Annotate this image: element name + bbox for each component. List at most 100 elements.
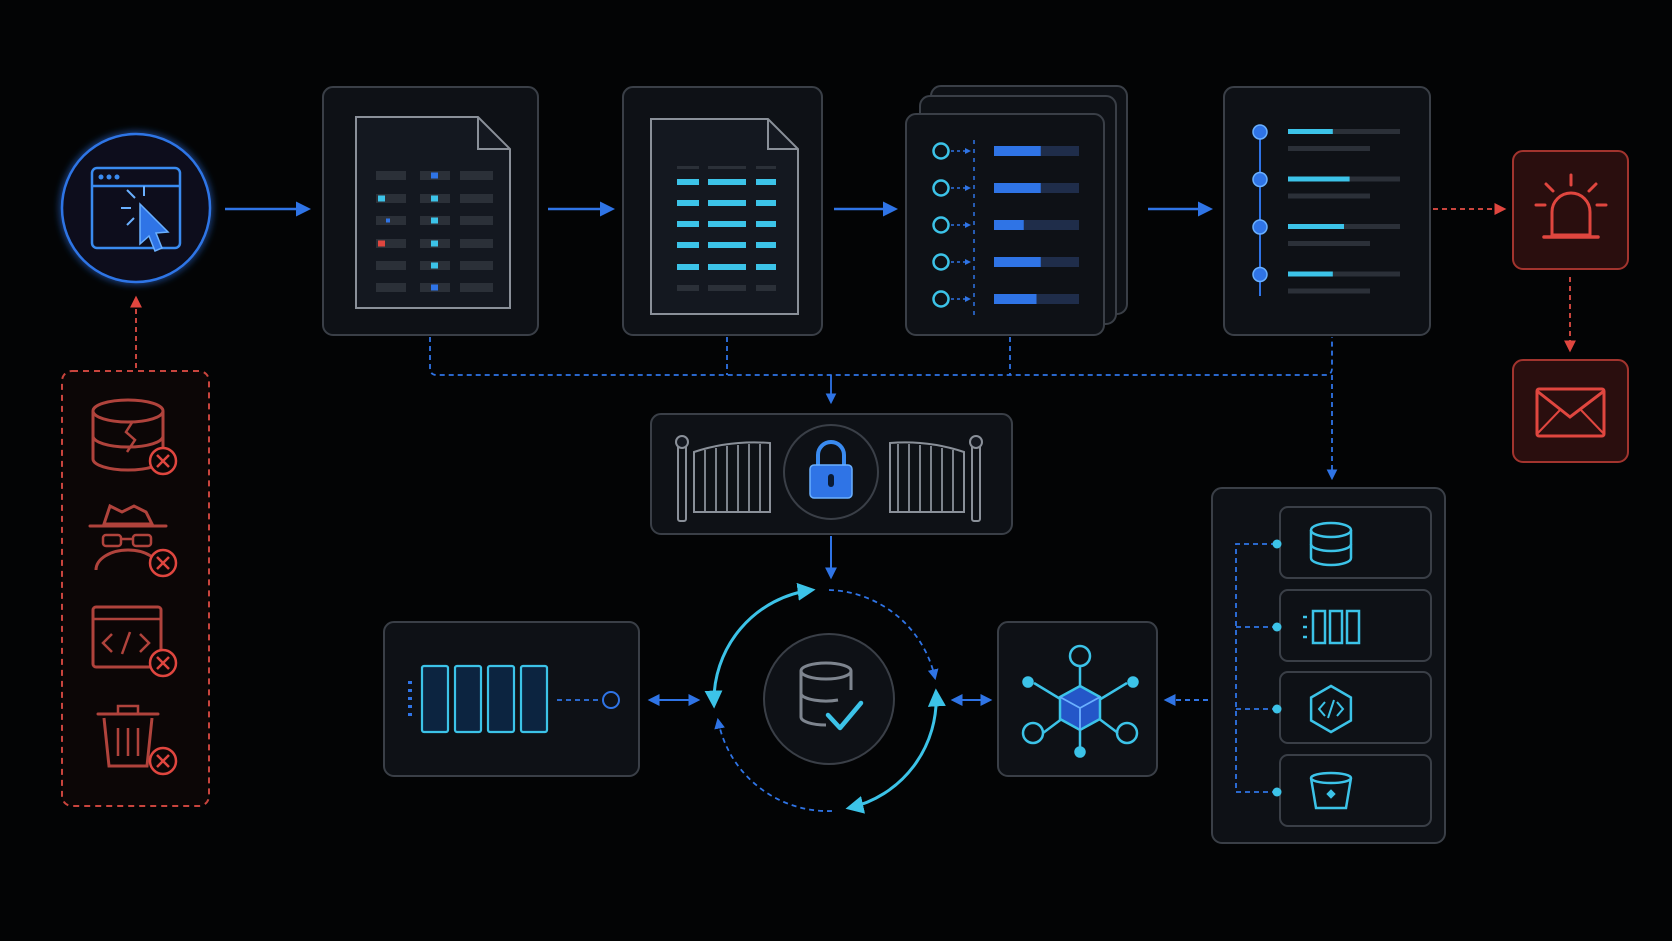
table-cell	[460, 171, 493, 180]
gate-left-icon	[675, 435, 771, 522]
browser-click-node	[60, 132, 212, 284]
queue-slot	[519, 664, 549, 734]
table-cell	[376, 194, 406, 203]
storage-target-row	[1272, 589, 1432, 662]
alert-node	[1512, 150, 1629, 270]
queue-slot	[420, 664, 450, 734]
timeline-item	[1252, 124, 1400, 151]
stacked-records-icon	[932, 142, 1079, 308]
envelope-icon	[1535, 387, 1606, 438]
table-error-marker	[378, 240, 385, 247]
timeline-dot	[1252, 266, 1268, 283]
table-cell	[460, 216, 493, 225]
record-bar-fill	[994, 183, 1041, 193]
clean-data-table-node	[622, 86, 823, 336]
record-connector-arrow	[965, 148, 971, 154]
table-cell	[756, 242, 776, 248]
table-cell-marker	[431, 240, 438, 247]
access-gate-node	[650, 413, 1013, 535]
database-icon	[1309, 521, 1353, 567]
table-header	[708, 166, 746, 169]
record-node-circle	[932, 253, 950, 271]
timeline-bar-track	[1288, 129, 1400, 134]
table-cell	[376, 216, 406, 225]
alarm-light-icon	[1534, 173, 1608, 239]
timeline-subtext	[1288, 288, 1370, 294]
record-node-circle	[932, 290, 950, 308]
raw-table-grid	[376, 171, 493, 292]
table-cell	[708, 200, 746, 206]
record-bar-fill	[994, 146, 1041, 156]
table-cell-marker	[378, 195, 385, 202]
table-cell	[460, 283, 493, 292]
timeline-dot	[1252, 219, 1268, 235]
table-header	[756, 166, 776, 169]
table-cell	[708, 179, 746, 185]
code-window-icon	[91, 605, 178, 678]
email-node	[1512, 359, 1629, 463]
parsed-records-node	[905, 85, 1128, 336]
record-row	[932, 290, 1079, 308]
table-cell	[756, 200, 776, 206]
table-cell	[756, 221, 776, 227]
storage-connector-dot	[1272, 787, 1282, 797]
timeline-bar-track	[1288, 271, 1400, 277]
record-connector-arrow	[965, 185, 971, 191]
record-connector-arrow	[965, 222, 971, 228]
record-node-circle	[932, 179, 950, 197]
timeline-item	[1252, 171, 1400, 199]
timeline-bar-fill	[1288, 224, 1344, 229]
table-header	[677, 166, 699, 169]
record-bar-fill	[994, 257, 1041, 267]
queue-slot	[453, 664, 483, 734]
timeline-dot	[1252, 171, 1268, 188]
table-cell	[756, 285, 776, 291]
storage-target-card	[1279, 506, 1432, 579]
collector-connectors	[429, 337, 1338, 481]
table-cell	[708, 242, 746, 248]
table-cell	[460, 239, 493, 248]
storage-target-row	[1272, 506, 1432, 579]
table-cell	[677, 242, 699, 248]
timeline-list-node	[1223, 86, 1431, 336]
gate-right-icon	[889, 435, 983, 522]
clean-table-grid	[677, 166, 776, 291]
storage-stack-icon	[1272, 506, 1432, 827]
cube-network-icon	[1021, 644, 1139, 758]
table-cell-marker	[431, 172, 438, 179]
table-cell-marker	[386, 218, 390, 223]
document-table-icon	[355, 116, 511, 309]
rejected-sources-group	[61, 295, 210, 807]
record-node-circle	[932, 216, 950, 234]
storage-target-card	[1279, 589, 1432, 662]
table-cell	[460, 194, 493, 203]
timeline-item	[1252, 266, 1400, 294]
record-bar-fill	[994, 220, 1024, 230]
verified-database-node	[704, 582, 946, 814]
table-cell	[756, 264, 776, 270]
bucket-icon	[1309, 771, 1353, 810]
queue-buffer-icon	[420, 664, 549, 734]
table-cell	[376, 239, 406, 248]
table-cell	[677, 200, 699, 206]
storage-connector-dot	[1272, 539, 1282, 549]
record-bar-fill	[994, 294, 1037, 304]
table-cell	[376, 261, 406, 270]
record-node-circle	[932, 142, 950, 160]
timeline-subtext	[1288, 146, 1370, 151]
table-cell-marker	[431, 195, 438, 202]
queue-edge-dots	[408, 681, 412, 716]
table-cell	[708, 264, 746, 270]
trash-bin-icon	[96, 704, 178, 776]
storage-target-row	[1272, 671, 1432, 744]
table-cell	[677, 179, 699, 185]
table-cell-marker	[431, 262, 438, 269]
timeline-item	[1252, 219, 1400, 246]
table-cell-marker	[431, 284, 438, 291]
storage-targets-node	[1211, 487, 1446, 844]
browser-cursor-icon	[90, 166, 182, 252]
record-row	[932, 142, 1079, 160]
timeline-bar-fill	[1288, 176, 1350, 182]
